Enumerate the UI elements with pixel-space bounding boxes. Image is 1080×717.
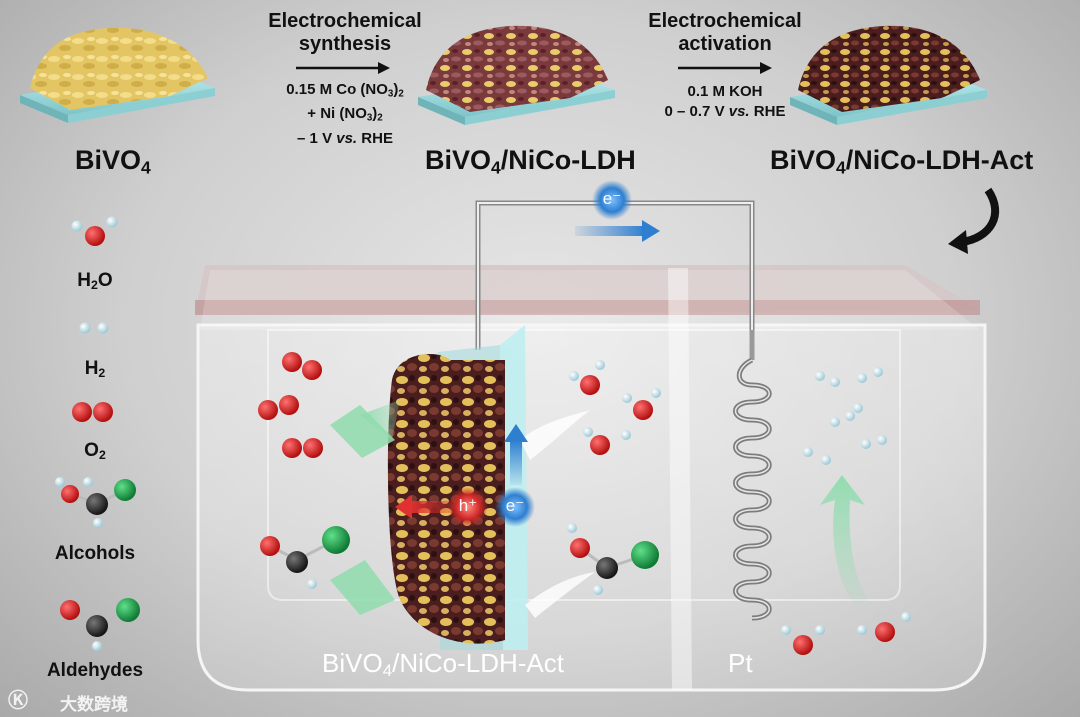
photoanode <box>388 325 528 650</box>
synthesis-arrow <box>296 62 390 74</box>
anode-label: BiVO4/NiCo-LDH-Act <box>322 648 564 681</box>
wire-electron-arrow <box>575 220 660 242</box>
electrochemical-cell <box>195 265 985 690</box>
svg-text:Ⓚ: Ⓚ <box>8 689 28 712</box>
wire-electron-label: e⁻ <box>592 189 632 209</box>
legend-oxygen-molecule <box>72 402 113 422</box>
activation-title-line1: Electrochemical <box>635 10 815 33</box>
cathode-label: Pt <box>728 648 753 679</box>
activation-title-line2: activation <box>635 33 815 56</box>
legend-aldehyde-molecule <box>60 598 140 651</box>
legend-alcohols-label: Alcohols <box>25 543 165 565</box>
bivo4-sample <box>20 28 215 123</box>
watermark-logo: Ⓚ <box>8 689 28 712</box>
activation-condition-1: 0.1 M KOH <box>635 82 815 102</box>
hole-label: h⁺ <box>448 496 488 516</box>
bivo4-nico-ldh-act-sample <box>790 26 987 125</box>
legend-alcohol-molecule <box>55 477 136 528</box>
activation-conditions: 0.1 M KOH 0 – 0.7 V vs. RHE <box>635 82 815 122</box>
activation-condition-2: 0 – 0.7 V vs. RHE <box>635 102 815 122</box>
legend-water-label: H2O <box>25 270 165 292</box>
synthesis-step-title: Electrochemical synthesis <box>255 10 435 56</box>
legend-water-molecule <box>72 217 118 247</box>
bivo4-nico-ldh-sample <box>418 26 615 125</box>
synthesis-conditions: 0.15 M Co (NO3)2 + Ni (NO3)2 – 1 V vs. R… <box>255 80 435 149</box>
activation-step-title: Electrochemical activation <box>635 10 815 56</box>
activation-arrow <box>678 62 772 74</box>
legend-hydrogen-label: H2 <box>25 358 165 380</box>
material-bivo4-nico-ldh-label: BiVO4/NiCo-LDH <box>425 145 636 178</box>
synthesis-condition-3: – 1 V vs. RHE <box>255 129 435 149</box>
material-bivo4-nico-ldh-act-label: BiVO4/NiCo-LDH-Act <box>770 145 1033 178</box>
synthesis-condition-2: + Ni (NO3)2 <box>255 104 435 128</box>
synthesis-title-line1: Electrochemical <box>255 10 435 33</box>
curved-arrow <box>948 190 995 254</box>
synthesis-title-line2: synthesis <box>255 33 435 56</box>
electrode-electron-label: e⁻ <box>495 496 535 516</box>
synthesis-condition-1: 0.15 M Co (NO3)2 <box>255 80 435 104</box>
legend-hydrogen-molecule <box>80 323 109 334</box>
legend-aldehydes-label: Aldehydes <box>25 660 165 682</box>
watermark-text: 大数跨境 <box>60 690 128 715</box>
material-bivo4-label: BiVO4 <box>75 145 151 178</box>
legend-oxygen-label: O2 <box>25 440 165 462</box>
